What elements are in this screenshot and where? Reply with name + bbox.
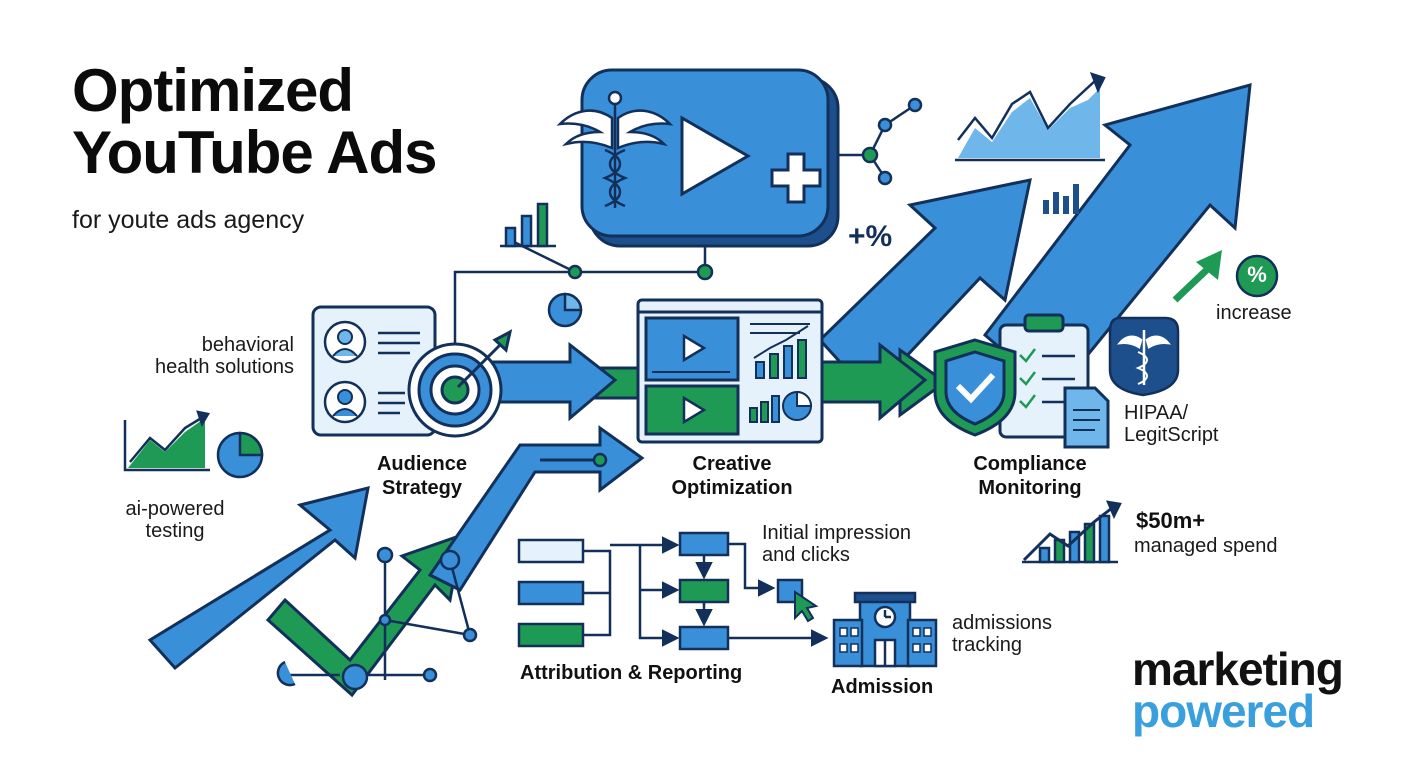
creative-optimization-line-2: Optimization xyxy=(671,477,793,499)
page-subtitle: for youte ads agency xyxy=(72,206,305,234)
increase-label: increase xyxy=(1216,302,1292,324)
audience-strategy-line-1: Audience xyxy=(376,453,468,475)
admission-label: Admission xyxy=(831,676,934,698)
pie-chart-icon xyxy=(216,431,264,479)
line-chart-icon xyxy=(123,410,210,472)
managed-spend-amount: $50m+ xyxy=(1136,508,1206,533)
target-icon xyxy=(407,329,513,438)
pie-chart-icon xyxy=(547,292,583,328)
cursor-icon xyxy=(794,590,819,623)
play-icon xyxy=(680,115,752,197)
attribution-flow xyxy=(517,531,829,651)
hipaa-line-1: HIPAA/ xyxy=(1124,402,1189,424)
brand-logo-line-2: powered xyxy=(1132,685,1315,737)
network-nodes xyxy=(276,546,478,691)
creative-optimization-line-1: Creative xyxy=(692,453,772,475)
percent-badge-label: % xyxy=(1247,262,1267,287)
bar-chart-icon xyxy=(500,202,556,248)
initial-impression-line-1: Initial impression xyxy=(762,522,911,544)
growth-arrow-icon xyxy=(427,425,645,592)
user-icon xyxy=(323,320,367,364)
growth-arrow-icon xyxy=(147,485,370,671)
admissions-tracking-line-2: tracking xyxy=(952,634,1023,656)
page-title-line-2: YouTube Ads xyxy=(72,119,438,186)
page-title: Optimized YouTube Ads xyxy=(72,57,438,186)
growth-arrow-icon xyxy=(1172,250,1222,303)
user-icon xyxy=(323,380,367,424)
creative-dashboard xyxy=(636,298,824,444)
line-chart-icon xyxy=(1022,500,1122,564)
hipaa-line-2: LegitScript xyxy=(1124,424,1219,446)
ai-testing-line-2: testing xyxy=(145,520,205,542)
ai-testing-line-1: ai-powered xyxy=(125,498,225,520)
shield-check-icon xyxy=(933,338,1017,437)
managed-spend-label: managed spend xyxy=(1134,535,1278,557)
audience-strategy-line-2: Strategy xyxy=(381,477,463,499)
play-icon xyxy=(682,333,707,363)
creative-optimization-label: Creative Optimization xyxy=(648,452,816,500)
behavioral-health-line-1: behavioral xyxy=(201,334,294,356)
percent-badge-icon xyxy=(1235,254,1279,298)
compliance-monitoring-line-2: Monitoring xyxy=(978,477,1082,499)
admissions-tracking-label: admissions tracking xyxy=(952,612,1052,656)
document-icon xyxy=(1063,386,1110,449)
initial-impression-line-2: and clicks xyxy=(762,544,850,566)
behavioral-health-label: behavioral health solutions xyxy=(130,334,294,378)
audience-profile-card xyxy=(311,305,437,437)
page-title-line-1: Optimized xyxy=(72,57,354,124)
hospital-icon xyxy=(832,591,938,668)
caduceus-icon xyxy=(1108,316,1180,397)
ai-testing-label: ai-powered testing xyxy=(115,498,235,542)
play-icon xyxy=(682,395,707,425)
audience-strategy-label: Audience Strategy xyxy=(352,452,492,500)
brand-logo-line-1: marketing xyxy=(1132,643,1344,695)
video-player-icon xyxy=(556,68,840,248)
bar-chart-icon xyxy=(1043,184,1079,214)
compliance-monitoring-label: Compliance Monitoring xyxy=(940,452,1120,500)
admissions-tracking-line-1: admissions xyxy=(952,612,1053,634)
plus-icon xyxy=(770,152,822,204)
hipaa-label: HIPAA/ LegitScript xyxy=(1124,402,1219,446)
plus-percent-label: +% xyxy=(848,220,893,253)
line-chart-icon xyxy=(955,71,1106,162)
behavioral-health-line-2: health solutions xyxy=(155,356,294,378)
compliance-monitoring-line-1: Compliance xyxy=(973,453,1087,475)
attribution-reporting-label: Attribution & Reporting xyxy=(520,662,743,684)
caduceus-icon xyxy=(556,90,674,208)
initial-impression-label: Initial impression and clicks xyxy=(762,522,911,566)
